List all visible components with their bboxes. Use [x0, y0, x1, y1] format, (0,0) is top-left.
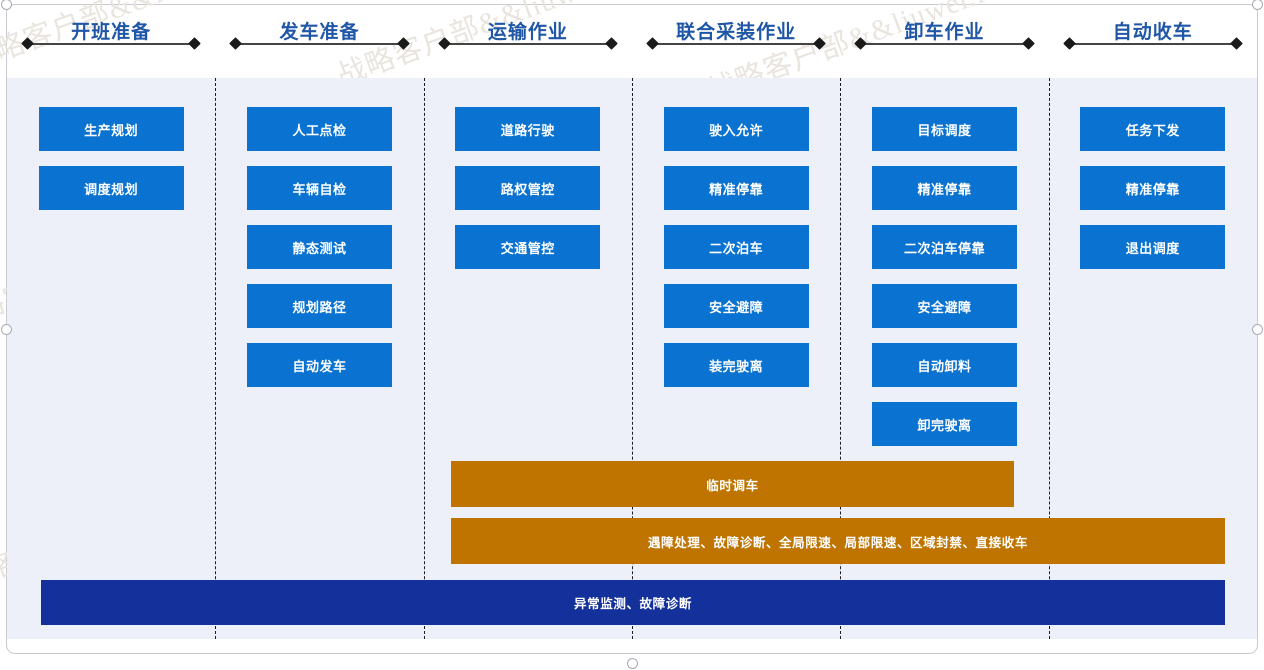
phase-header-4[interactable]: 卸车作业 [840, 5, 1048, 78]
phase-header-2[interactable]: 运输作业 [424, 5, 632, 78]
step-box[interactable]: 交通管控 [455, 225, 601, 269]
step-box[interactable]: 调度规划 [38, 166, 184, 210]
step-box[interactable]: 自动发车 [246, 343, 392, 387]
step-box[interactable]: 二次泊车停靠 [871, 225, 1017, 269]
step-box[interactable]: 静态测试 [246, 225, 392, 269]
resize-handle-middle-right[interactable] [1252, 324, 1263, 335]
phase-arrow-icon [229, 37, 410, 50]
step-box[interactable]: 安全避障 [871, 284, 1017, 328]
phase-column-4: 目标调度 精准停靠 二次泊车停靠 安全避障 自动卸料 卸完驶离 [840, 78, 1048, 639]
phase-column-2: 道路行驶 路权管控 交通管控 [423, 78, 632, 639]
step-box[interactable]: 生产规划 [38, 107, 184, 151]
phase-title: 自动收车 [1112, 22, 1193, 43]
phase-arrow-icon [854, 37, 1035, 50]
phase-column-5: 任务下发 精准停靠 退出调度 [1048, 78, 1257, 639]
phase-header-strip: 开班准备 发车准备 运输作业 联合采装作业 卸车作业 [7, 5, 1257, 78]
step-box[interactable]: 精准停靠 [871, 166, 1017, 210]
phase-arrow-icon [1062, 37, 1243, 50]
step-box[interactable]: 驶入允许 [663, 107, 809, 151]
phase-column-0: 生产规划 调度规划 [7, 78, 215, 639]
phase-header-1[interactable]: 发车准备 [215, 5, 423, 78]
phase-title: 联合采装作业 [676, 22, 797, 43]
phase-arrow-icon [646, 37, 827, 50]
phase-columns: 生产规划 调度规划 人工点检 车辆自检 静态测试 规划路径 自动发车 道路行驶 … [7, 78, 1257, 639]
step-box[interactable]: 人工点检 [246, 107, 392, 151]
step-box[interactable]: 规划路径 [246, 284, 392, 328]
step-box[interactable]: 卸完驶离 [871, 402, 1017, 446]
step-box[interactable]: 自动卸料 [871, 343, 1017, 387]
step-box[interactable]: 路权管控 [455, 166, 601, 210]
phase-header-5[interactable]: 自动收车 [1049, 5, 1257, 78]
monitoring-bar[interactable]: 异常监测、故障诊断 [41, 580, 1225, 625]
step-box[interactable]: 任务下发 [1080, 107, 1226, 151]
phase-header-3[interactable]: 联合采装作业 [632, 5, 840, 78]
phase-title: 发车准备 [279, 22, 360, 43]
step-box[interactable]: 安全避障 [663, 284, 809, 328]
phase-arrow-icon [437, 37, 618, 50]
step-box[interactable]: 装完驶离 [663, 343, 809, 387]
step-box[interactable]: 道路行驶 [455, 107, 601, 151]
resize-handle-bottom-mid[interactable] [627, 658, 638, 669]
fault-handling-bar[interactable]: 遇障处理、故障诊断、全局限速、局部限速、区域封禁、直接收车 [451, 518, 1225, 564]
phase-column-1: 人工点检 车辆自检 静态测试 规划路径 自动发车 [215, 78, 423, 639]
phase-title: 运输作业 [487, 22, 568, 43]
phase-header-0[interactable]: 开班准备 [7, 5, 215, 78]
step-box[interactable]: 目标调度 [871, 107, 1017, 151]
temp-dispatch-bar[interactable]: 临时调车 [451, 461, 1014, 507]
resize-handle-middle-left[interactable] [1, 324, 12, 335]
step-box[interactable]: 二次泊车 [663, 225, 809, 269]
step-box[interactable]: 精准停靠 [663, 166, 809, 210]
step-box[interactable]: 精准停靠 [1080, 166, 1226, 210]
phase-title: 卸车作业 [904, 22, 985, 43]
phase-title: 开班准备 [71, 22, 152, 43]
step-box[interactable]: 退出调度 [1080, 225, 1226, 269]
resize-handle-top-right[interactable] [1252, 0, 1263, 10]
phase-column-3: 驶入允许 精准停靠 二次泊车 安全避障 装完驶离 [631, 78, 840, 639]
step-box[interactable]: 车辆自检 [246, 166, 392, 210]
phase-arrow-icon [21, 37, 202, 50]
